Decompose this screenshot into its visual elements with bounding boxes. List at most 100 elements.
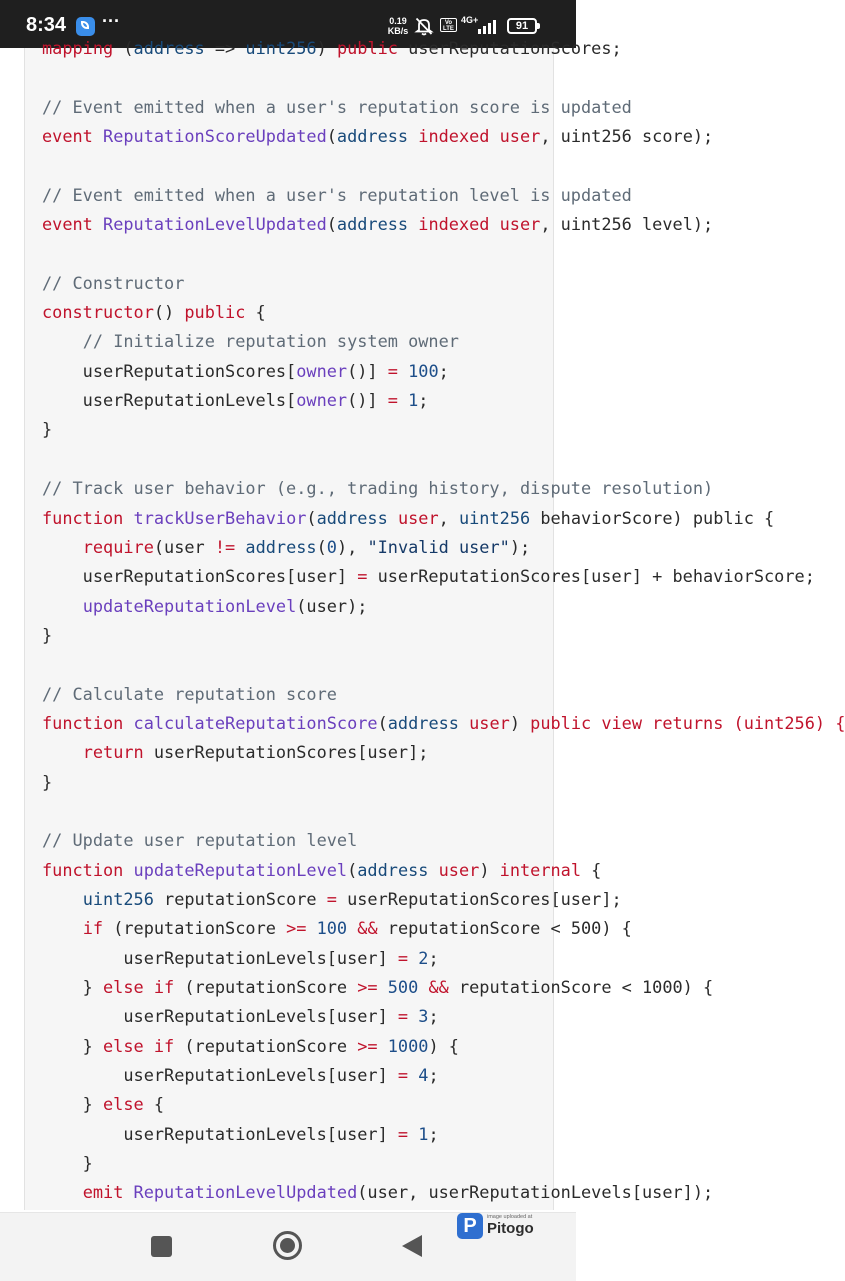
code-token: updateReputationLevel <box>133 859 348 880</box>
code-token: ( <box>377 712 388 733</box>
code-token <box>408 214 418 234</box>
code-token: userReputationScores[user] <box>42 566 358 587</box>
code-token: 100 <box>316 918 348 939</box>
code-token <box>408 1124 418 1144</box>
code-token: else if <box>103 1035 175 1056</box>
network-speed: 0.19 KB/s <box>386 16 410 36</box>
code-token: userReputationLevels[user] <box>42 1123 398 1144</box>
code-token: () <box>153 302 185 323</box>
code-line: event ReputationLevelUpdated(address ind… <box>42 210 845 239</box>
code-token <box>408 1065 418 1085</box>
code-token: ReputationLevelUpdated <box>103 214 327 235</box>
code-token <box>489 214 499 234</box>
code-token: && <box>428 977 449 997</box>
code-token <box>408 126 418 146</box>
code-token: 1 <box>418 1123 429 1144</box>
code-line: userReputationLevels[user] = 4; <box>42 1061 845 1090</box>
pitogo-logo: P <box>457 1213 483 1239</box>
code-token: } <box>42 977 104 997</box>
code-token: user <box>469 712 510 733</box>
code-token: { <box>581 859 602 880</box>
code-token: // Event emitted when a user's reputatio… <box>42 184 632 205</box>
code-token: (user); <box>296 595 368 616</box>
code-token: ) { <box>428 1035 459 1056</box>
code-block[interactable]: mapping (address => uint256) public user… <box>24 38 845 1259</box>
code-line <box>42 151 845 180</box>
code-token: address <box>245 536 317 557</box>
code-token: , uint256 score); <box>540 126 714 147</box>
code-token: = <box>326 888 337 909</box>
home-icon[interactable] <box>273 1231 302 1260</box>
code-token <box>408 1006 418 1026</box>
code-line: mapping (address => uint256) public user… <box>42 34 845 63</box>
code-token: ReputationScoreUpdated <box>103 126 327 147</box>
code-token: indexed <box>418 126 490 147</box>
app-notification-icon <box>76 17 95 36</box>
code-token <box>42 889 83 909</box>
code-token: >= <box>357 977 378 997</box>
code-line: updateReputationLevel(user); <box>42 592 845 621</box>
watermark-brand: Pitogo <box>487 1220 534 1237</box>
code-token <box>418 977 428 997</box>
code-line: userReputationScores[user] = userReputat… <box>42 562 845 591</box>
code-line: userReputationLevels[owner()] = 1; <box>42 386 845 415</box>
code-token: ); <box>509 536 531 557</box>
code-token: 0 <box>326 536 337 557</box>
code-line: // Update user reputation level <box>42 826 845 855</box>
code-token: reputationScore <box>153 888 327 909</box>
recent-apps-icon[interactable] <box>151 1236 172 1257</box>
code-token: else if <box>103 977 175 997</box>
code-token: trackUserBehavior <box>133 507 307 528</box>
code-token: userReputationScores[user] + behaviorSco… <box>367 566 815 587</box>
code-line: uint256 reputationScore = userReputation… <box>42 885 845 914</box>
back-icon[interactable] <box>401 1234 423 1258</box>
code-token: (reputationScore <box>174 1035 358 1056</box>
code-token: user <box>397 507 439 528</box>
code-token: (user, userReputationLevels[user]); <box>357 1182 714 1203</box>
code-line: } <box>42 768 845 797</box>
code-token: mapping <box>42 38 114 58</box>
more-notifications-icon: ··· <box>102 11 120 31</box>
code-token: = <box>397 1006 409 1027</box>
code-token: ( <box>326 126 337 147</box>
code-token: ( <box>306 507 317 528</box>
code-token: = <box>357 566 368 587</box>
bell-off-icon <box>414 17 434 36</box>
code-token <box>42 918 83 938</box>
code-token: return <box>82 742 144 763</box>
code-token: ()] <box>347 390 388 411</box>
code-token <box>93 214 103 234</box>
code-line: require(user != address(0), "Invalid use… <box>42 533 845 562</box>
code-token: user <box>499 126 541 147</box>
code-token: } <box>42 771 53 792</box>
code-token: ; <box>428 1006 439 1027</box>
code-token: behaviorScore) public { <box>530 507 775 528</box>
code-token: function <box>42 507 124 528</box>
code-token: public view returns (uint256) { <box>530 712 845 733</box>
code-token: { <box>143 1094 165 1115</box>
code-token: = <box>397 1123 409 1144</box>
code-token: ReputationLevelUpdated <box>133 1182 358 1203</box>
code-token: ( <box>326 214 337 235</box>
code-token: ; <box>428 1065 439 1086</box>
code-token: userReputationLevels[ <box>42 390 297 411</box>
code-line: function updateReputationLevel(address u… <box>42 856 845 885</box>
code-token: { <box>245 302 266 323</box>
code-token: owner <box>296 390 348 411</box>
code-token: userReputationScores[user]; <box>143 742 429 763</box>
code-line: // Track user behavior (e.g., trading hi… <box>42 474 845 503</box>
code-token: userReputationScores; <box>397 38 622 58</box>
code-token: // Event emitted when a user's reputatio… <box>42 96 632 117</box>
code-token: public <box>336 38 398 58</box>
code-token: reputationScore < 1000) { <box>448 977 714 997</box>
code-token: } <box>42 419 53 440</box>
code-line: userReputationLevels[user] = 1; <box>42 1120 845 1149</box>
code-token: // Track user behavior (e.g., trading hi… <box>42 478 714 499</box>
code-line: userReputationLevels[user] = 2; <box>42 944 845 973</box>
code-token: ; <box>418 390 429 411</box>
watermark-caption: image uploaded at <box>487 1214 533 1220</box>
code-token <box>42 331 83 351</box>
code-token <box>306 918 316 938</box>
code-line <box>42 63 845 92</box>
battery-indicator: 91 <box>507 18 540 34</box>
